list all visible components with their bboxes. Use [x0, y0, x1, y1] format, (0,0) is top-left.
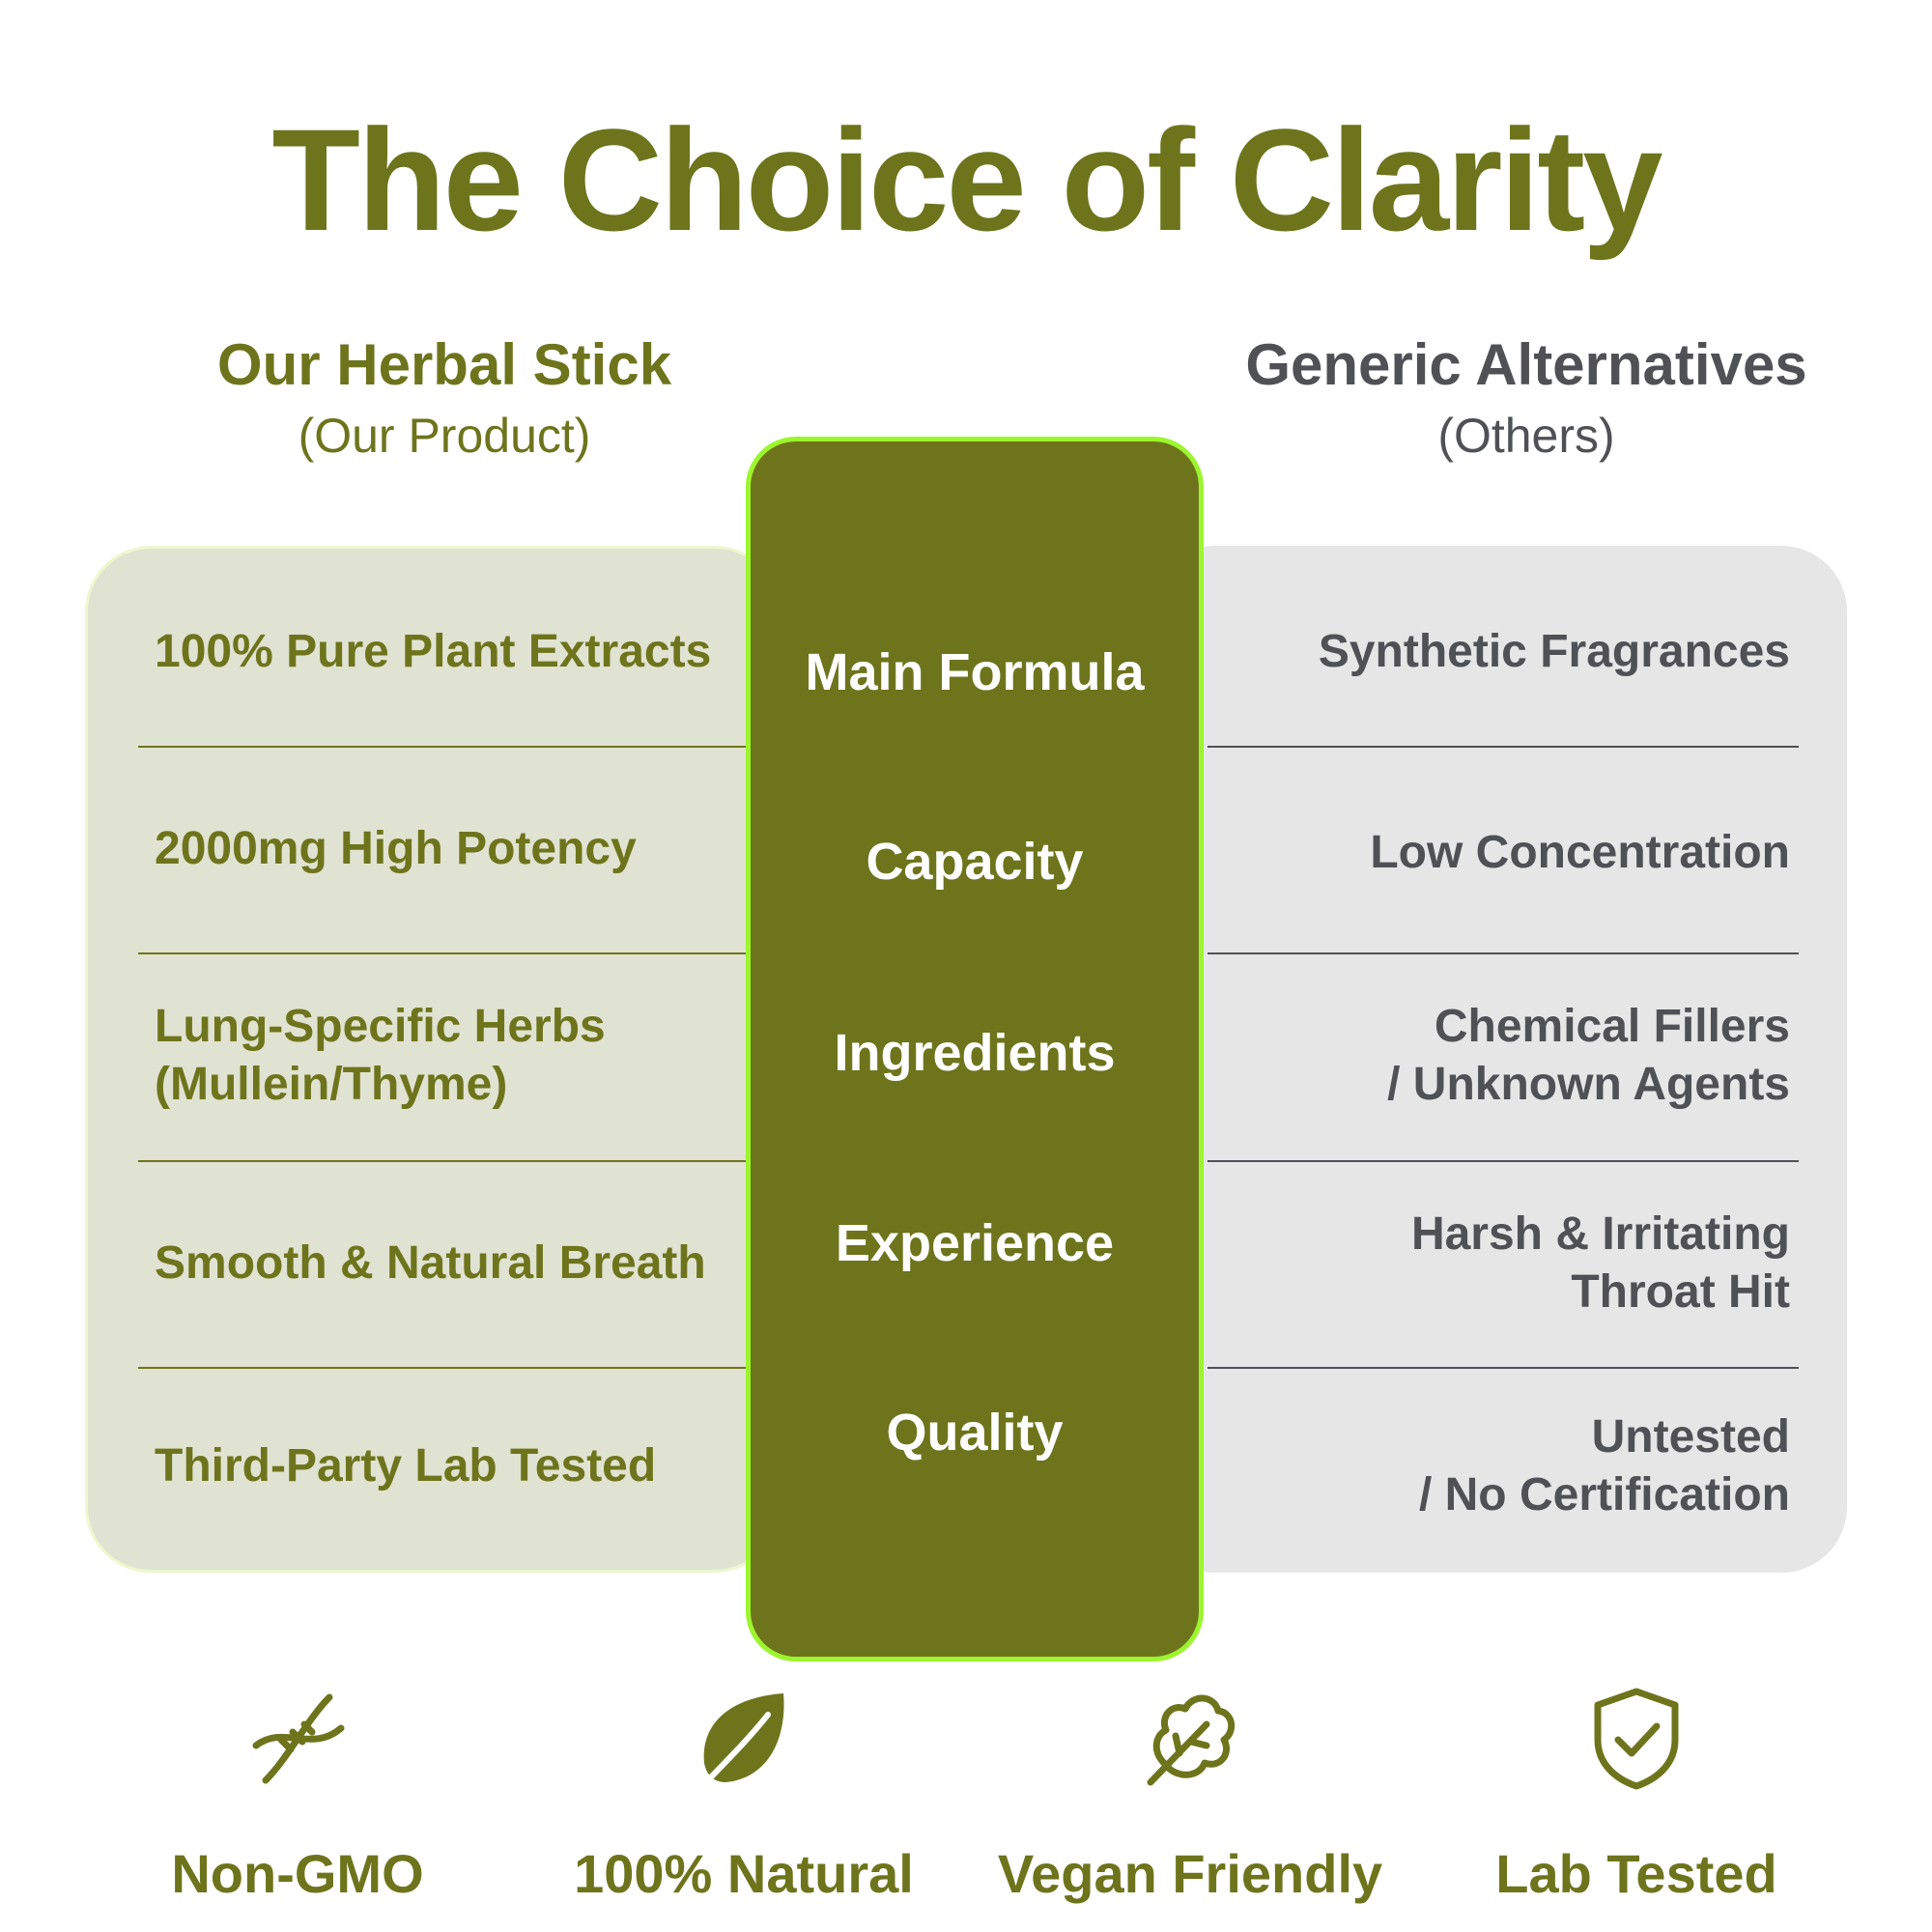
criterion-quality: Quality [886, 1404, 1064, 1462]
criterion-main-formula: Main Formula [805, 643, 1145, 701]
page-title: The Choice of Clarity [271, 99, 1662, 261]
shield-check-icon [1594, 1688, 1679, 1790]
badge-lab-tested: Lab Tested [1424, 1686, 1849, 1905]
others-cell-experience: Harsh & Irritating Throat Hit [1410, 1208, 1790, 1318]
others-cell-capacity: Low Concentration [1370, 827, 1790, 878]
row-divider [138, 1367, 766, 1369]
criterion-experience: Experience [835, 1214, 1115, 1272]
row-divider [138, 1160, 766, 1162]
others-column-title: Generic Alternatives [1245, 332, 1807, 397]
others-panel [1150, 546, 1847, 1573]
ours-panel [85, 546, 781, 1573]
others-column-header: Generic Alternatives (Others) [1188, 336, 1864, 463]
vegan-leaf-icon [1147, 1694, 1236, 1786]
dna-icon [252, 1693, 345, 1784]
others-column-subtitle: (Others) [1437, 409, 1615, 463]
others-cell-quality: Untested / No Certification [1418, 1411, 1790, 1520]
ours-cell-main-formula: 100% Pure Plant Extracts [155, 626, 712, 677]
ours-cell-ingredients: Lung-Specific Herbs (Mullein/Thyme) [155, 1001, 606, 1110]
ours-cell-capacity: 2000mg High Potency [155, 823, 637, 874]
badge-natural: 100% Natural [531, 1686, 956, 1905]
criteria-column [746, 437, 1204, 1662]
others-cell-ingredients: Chemical Fillers / Unknown Agents [1387, 1001, 1790, 1110]
badge-label: Lab Tested [1495, 1843, 1777, 1904]
criterion-capacity: Capacity [866, 833, 1084, 891]
leaf-icon [701, 1693, 784, 1787]
row-divider [138, 746, 766, 748]
badge-label: 100% Natural [574, 1843, 914, 1904]
row-divider [138, 952, 766, 954]
ours-column-title: Our Herbal Stick [216, 332, 672, 397]
badge-label: Non-GMO [171, 1843, 424, 1904]
row-divider [1208, 952, 1799, 954]
ours-cell-quality: Third-Party Lab Tested [155, 1440, 657, 1492]
row-divider [1208, 1367, 1799, 1369]
badge-vegan: Vegan Friendly [978, 1686, 1403, 1905]
others-cell-main-formula: Synthetic Fragrances [1318, 626, 1790, 677]
badge-label: Vegan Friendly [997, 1843, 1383, 1904]
badge-non-gmo: Non-GMO [85, 1686, 510, 1905]
row-divider [1208, 746, 1799, 748]
ours-column-header: Our Herbal Stick (Our Product) [106, 336, 782, 463]
ours-cell-experience: Smooth & Natural Breath [155, 1237, 706, 1289]
row-divider [1208, 1160, 1799, 1162]
criterion-ingredients: Ingredients [834, 1024, 1116, 1082]
ours-column-subtitle: (Our Product) [298, 409, 591, 463]
